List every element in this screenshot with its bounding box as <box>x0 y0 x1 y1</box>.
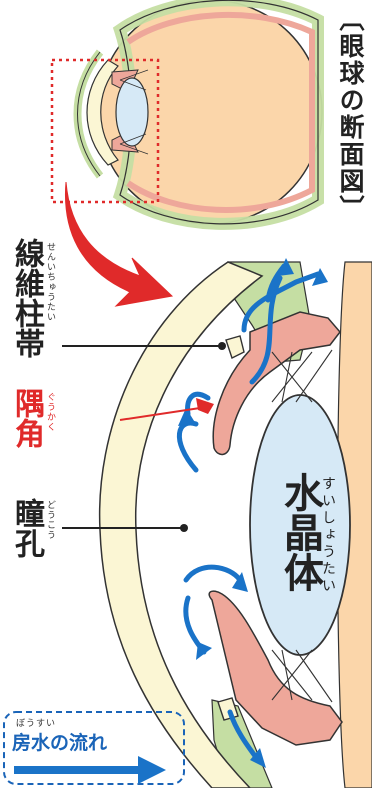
ruby-lens: すいしょうたい <box>318 476 338 595</box>
eyeball-overview <box>52 0 322 224</box>
legend-label: 房水の流れ <box>12 728 107 755</box>
legend-arrow <box>14 756 166 784</box>
label-angle: 隅角 <box>10 388 42 448</box>
ruby-trabecular-meshwork: せんいちゅうたい <box>44 242 57 322</box>
label-lens: 水晶体 <box>280 472 320 592</box>
ruby-angle: ぐうかく <box>44 392 57 432</box>
pupil-dot <box>180 524 188 532</box>
ciliary-dot <box>218 342 226 350</box>
lens-small <box>116 78 148 146</box>
ruby-pupil: どうこう <box>44 500 57 540</box>
trabecular-mark-top <box>226 336 244 358</box>
diagram-title: 〔眼球の断面図〕 <box>332 6 368 228</box>
label-trabecular-meshwork: 線維柱帯 <box>10 238 42 358</box>
label-pupil: 瞳孔 <box>10 498 42 558</box>
